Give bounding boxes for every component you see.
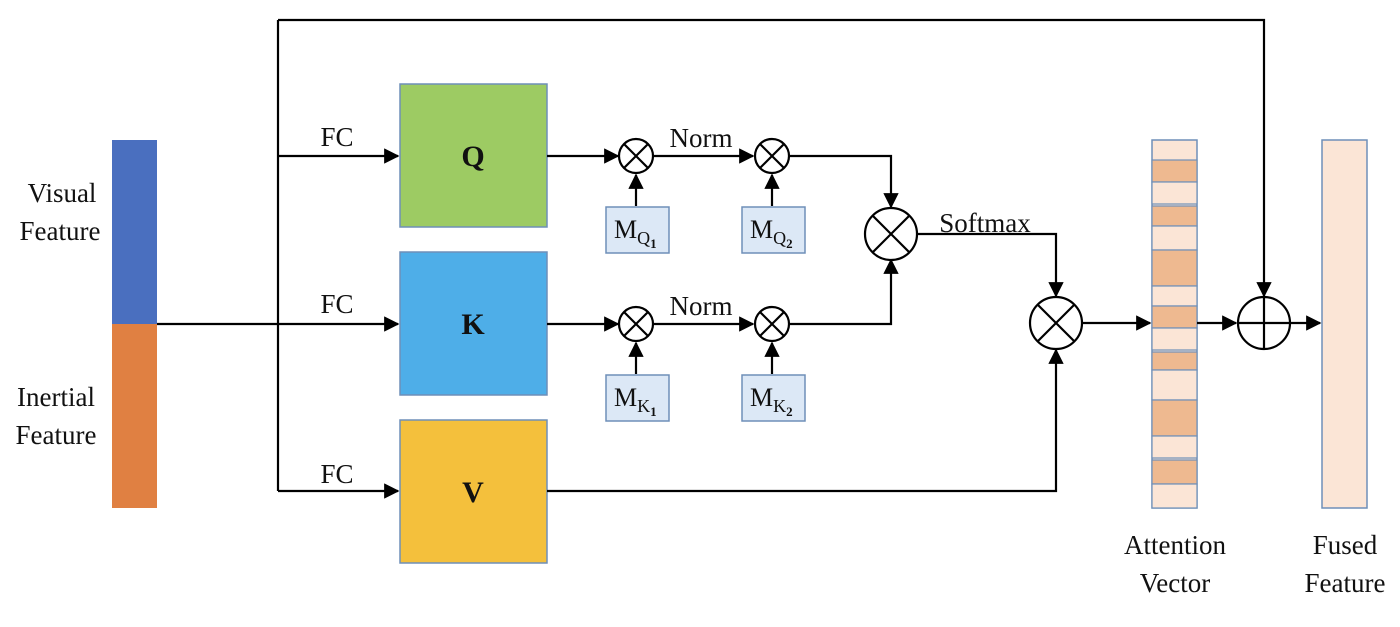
residual-skip-wire <box>278 18 1272 298</box>
k-multiply-2-icon <box>753 305 791 343</box>
inertial-feature-label-line1: Inertial <box>17 382 95 412</box>
attention-vector-cell <box>1151 459 1198 485</box>
attention-vector-label-line2: Vector <box>1140 568 1210 598</box>
mask-mq2-label: MQ2 <box>750 215 793 251</box>
attention-vector-cell <box>1151 225 1198 251</box>
k-box-label: K <box>461 308 485 341</box>
fused-feature-bar <box>1321 139 1368 509</box>
softmax-arrow <box>917 232 1064 298</box>
mask-mk1-label: MK1 <box>614 383 657 419</box>
mask-mk2-box <box>741 374 806 422</box>
inertial-feature-label-line2: Feature <box>16 420 97 450</box>
q-box-label: Q <box>461 140 484 173</box>
k-multiply-1-icon <box>617 305 655 343</box>
q-box <box>399 83 548 228</box>
v-to-attn-multiply-arrow <box>547 348 1064 493</box>
q-multiply-1-icon <box>617 137 655 175</box>
attention-vector-cell <box>1151 285 1198 307</box>
attention-vector-cell <box>1151 369 1198 401</box>
attention-vector-cell <box>1151 159 1198 183</box>
attention-vector-label-line1: Attention <box>1124 530 1226 560</box>
mask-mk2-label: MK2 <box>750 383 793 419</box>
q-norm-label: Norm <box>670 123 733 153</box>
qk-multiply-icon <box>863 206 919 262</box>
v-box-label: V <box>462 476 484 509</box>
attention-vector-cell <box>1151 205 1198 227</box>
mask-mq1-box <box>605 206 670 254</box>
attention-vector-cell <box>1151 327 1198 351</box>
attention-vector-cell <box>1151 351 1198 371</box>
attention-vector-cell <box>1151 399 1198 437</box>
attention-vector-cells <box>1151 159 1198 509</box>
mask-mq1-label: MQ1 <box>614 215 657 251</box>
k-norm-label: Norm <box>670 291 733 321</box>
fc-label-k: FC <box>320 289 353 319</box>
fc-label-v: FC <box>320 459 353 489</box>
attention-vector-cell <box>1151 181 1198 205</box>
attention-vector-cell <box>1151 305 1198 329</box>
softmax-label: Softmax <box>939 208 1031 238</box>
fused-feature-label-line2: Feature <box>1305 568 1386 598</box>
attention-vector-cell <box>1151 435 1198 459</box>
visual-feature-label-line2: Feature <box>20 216 101 246</box>
mask-mq2-box <box>741 206 806 254</box>
attention-vector <box>1151 139 1198 509</box>
q-to-qk-arrow <box>789 154 899 209</box>
fused-feature-label-line1: Fused <box>1313 530 1378 560</box>
add-icon <box>1236 295 1292 351</box>
visual-feature-bar <box>112 140 157 324</box>
visual-feature-label-line1: Visual <box>28 178 97 208</box>
mask-mk1-box <box>605 374 670 422</box>
attention-multiply-icon <box>1028 295 1084 351</box>
attention-vector-cell <box>1151 249 1198 287</box>
inertial-feature-bar <box>112 324 157 508</box>
q-multiply-2-icon <box>753 137 791 175</box>
attention-vector-cell <box>1151 483 1198 509</box>
k-to-qk-arrow <box>789 258 899 326</box>
fc-label-q: FC <box>320 122 353 152</box>
